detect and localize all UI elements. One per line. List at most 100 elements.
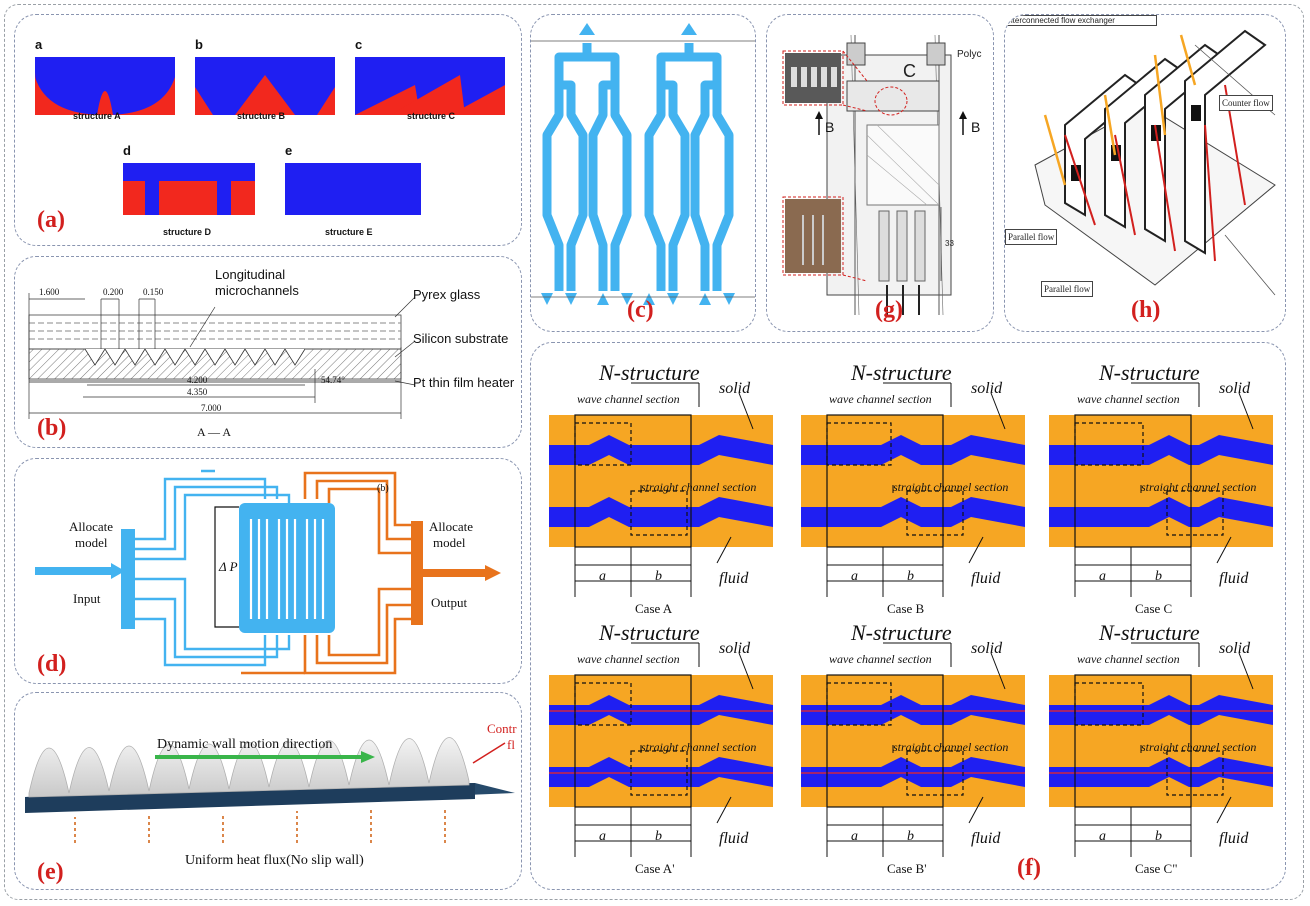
structure-e: [285, 163, 421, 215]
dim-4200: 4.200: [187, 375, 208, 385]
allocation-diagram: [35, 469, 501, 675]
dim-b-label: b: [907, 569, 914, 584]
heater-layer: [29, 379, 401, 383]
wave-section-label: wave channel section: [1077, 652, 1180, 666]
structure-a: [35, 57, 175, 115]
panel-label-b: (b): [37, 415, 67, 441]
fluid-channel: [549, 757, 773, 787]
sub-tag: (b): [377, 483, 389, 494]
caption-structure-d: structure D: [163, 227, 212, 237]
case-label: Case C": [1135, 861, 1178, 876]
case-label: Case B: [887, 601, 925, 616]
flow-exchanger-diagram: [1034, 29, 1276, 296]
panel-d: Allocate model Input Allocate model Outp…: [14, 458, 522, 684]
panel-e: Dynamic wall motion direction Uniform he…: [14, 692, 522, 890]
straight-section-label: straight channel section: [1141, 740, 1256, 754]
wave-section-label: wave channel section: [829, 392, 932, 406]
structure-c: [355, 57, 505, 115]
right-model-label-1: Allocate: [429, 519, 474, 534]
fluid-label: fluid: [719, 830, 749, 847]
dim-4350: 4.350: [187, 387, 208, 397]
label-pyrex: Pyrex glass: [413, 287, 481, 302]
panel-label-a: (a): [37, 207, 65, 233]
dim-angle: 54.74°: [321, 375, 345, 385]
left-model-label-1: Allocate: [69, 519, 114, 534]
panel-label-e: (e): [37, 859, 64, 885]
wave-section-label: wave channel section: [1077, 392, 1180, 406]
wave-section-label: wave channel section: [829, 652, 932, 666]
structure-b: [195, 57, 335, 115]
fluid-channel: [801, 435, 1025, 465]
counter-flow-label: Counter flow: [1219, 95, 1273, 111]
panel-b: 1.600 0.200 0.150 4.200 4.350 7.000 54.7…: [14, 256, 522, 448]
top-note-label: Interconnected flow exchanger: [1005, 15, 1157, 26]
tree-channel-diagram: [531, 23, 755, 305]
input-label: Input: [73, 591, 101, 606]
left-pipes: [135, 469, 291, 667]
wave-section-label: wave channel section: [577, 392, 680, 406]
c-label: C: [903, 61, 916, 81]
panel-g: Polyc C B B 33 (g): [766, 14, 994, 332]
panel-label-d: (d): [37, 651, 67, 677]
fluid-channel: [1049, 497, 1273, 527]
cross-section-diagram: [28, 293, 416, 419]
right-model-label-2: model: [433, 535, 466, 550]
caption-structure-e: structure E: [325, 227, 373, 237]
dim-0200: 0.200: [103, 287, 124, 297]
fluid-channel: [801, 497, 1025, 527]
right-pipes: [241, 471, 411, 675]
solid-label: solid: [1219, 640, 1251, 657]
dim-b-label: b: [1155, 569, 1162, 584]
panel-c: (c): [530, 14, 756, 332]
fluid-channel: [801, 695, 1025, 725]
caption-structure-a: structure A: [73, 111, 121, 121]
subfig-letter-b: b: [195, 37, 203, 52]
solid-label: solid: [719, 640, 751, 657]
n-structure-title: N-structure: [1098, 360, 1200, 385]
fluid-channel: [549, 435, 773, 465]
straight-section-label: straight channel section: [641, 480, 756, 494]
silicon-substrate-layer: [28, 348, 402, 380]
left-allocator: [121, 529, 135, 629]
parallel-flow-label-2: Parallel flow: [1041, 281, 1094, 297]
subfig-letter-c: c: [355, 37, 363, 52]
n-structure-title: N-structure: [598, 360, 700, 385]
pyrex-glass-layer: [28, 314, 402, 350]
straight-section-label: straight channel section: [1141, 480, 1256, 494]
fluid-channel: [549, 695, 773, 725]
fluid-channel: [801, 757, 1025, 787]
cut-label: Contr: [487, 721, 517, 736]
dim-0150: 0.150: [143, 287, 164, 297]
n-structure-cases-diagram: N-structure wave channel section straight …: [549, 360, 1273, 876]
dim-33: 33: [945, 239, 954, 248]
fluid-channel: [1049, 695, 1273, 725]
polyc-label: Polyc: [957, 49, 982, 60]
tree-channels: [542, 43, 734, 291]
dim-b-label: b: [1155, 829, 1162, 844]
case-3: N-structure wave channel section straight …: [1049, 360, 1273, 616]
dim-a-label: a: [851, 569, 858, 584]
dim-b-label: b: [907, 829, 914, 844]
subfig-letter-d: d: [123, 143, 131, 158]
fluid-channel: [549, 497, 773, 527]
solid-label: solid: [719, 380, 751, 397]
panel-label-c: (c): [627, 297, 654, 323]
cut-label-2: fl: [507, 737, 515, 752]
panel-h: Interconnected flow exchanger Counter fl…: [1004, 14, 1286, 332]
fluid-label: fluid: [719, 570, 749, 587]
wavy-wall-diagram: [25, 737, 515, 843]
dim-a-label: a: [1099, 829, 1106, 844]
device-section-diagram: [782, 34, 967, 316]
straight-section-label: straight channel section: [893, 480, 1008, 494]
fluid-label: fluid: [971, 830, 1001, 847]
dim-b-label: b: [655, 829, 662, 844]
label-silicon: Silicon substrate: [413, 331, 509, 346]
dim-b-label: b: [655, 569, 662, 584]
right-allocator: [411, 521, 423, 625]
n-structure-title: N-structure: [850, 620, 952, 645]
structure-d: [123, 163, 255, 215]
panel-label-h: (h): [1131, 297, 1161, 323]
straight-section-label: straight channel section: [893, 740, 1008, 754]
